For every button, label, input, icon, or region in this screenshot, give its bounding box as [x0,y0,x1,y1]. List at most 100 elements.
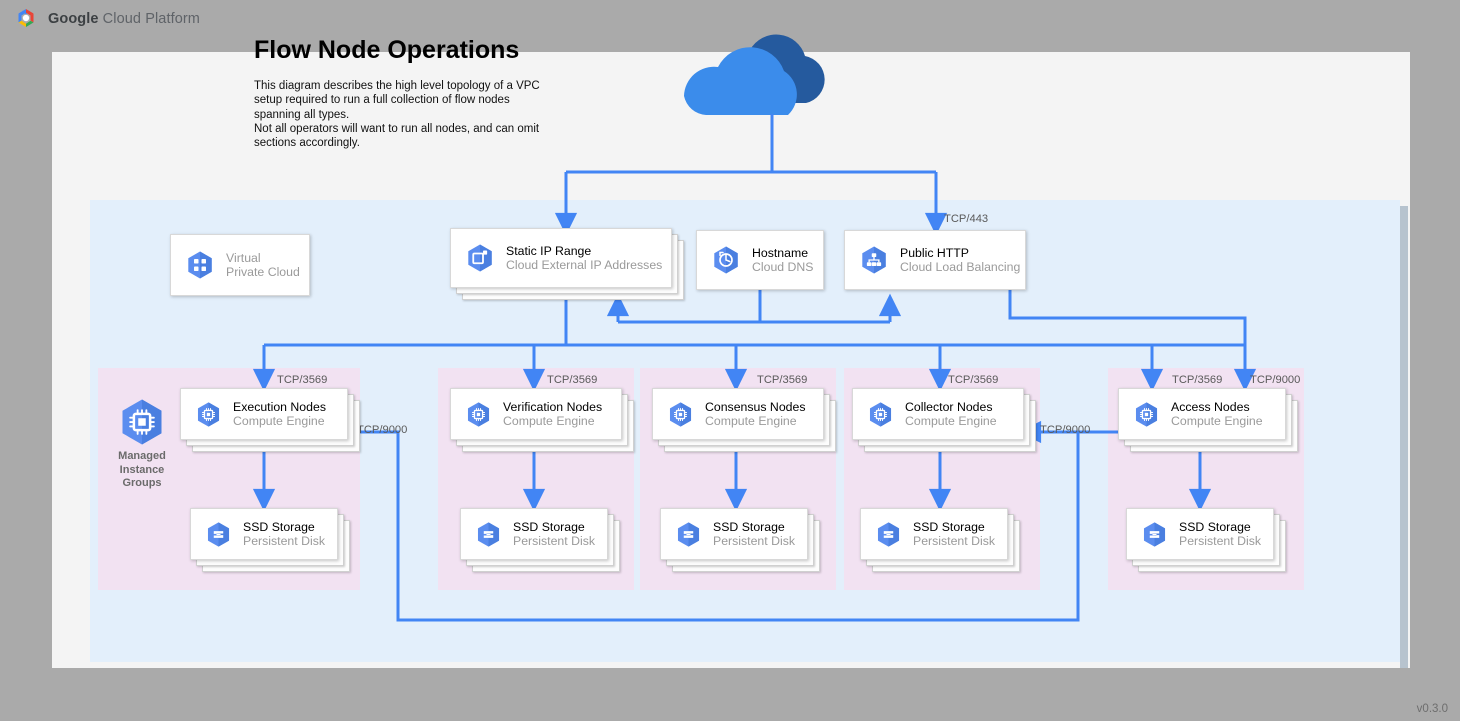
node-card[interactable]: Virtual Private Cloud [170,234,310,296]
vpc-region-shadow [1400,206,1408,668]
node-card[interactable]: SSD Storage Persistent Disk [860,508,1008,560]
node-card[interactable]: SSD Storage Persistent Disk [460,508,608,560]
node-title: Verification Nodes [503,399,603,414]
node-title: Execution Nodes [233,399,326,414]
node-verification-storage[interactable]: SSD Storage Persistent Disk [460,508,620,584]
node-subtitle: Compute Engine [233,414,325,428]
port-label-verification-in: TCP/3569 [547,374,598,386]
node-subtitle: Private Cloud [226,265,300,279]
node-card[interactable]: SSD Storage Persistent Disk [190,508,338,560]
node-card[interactable]: Static IP Range Cloud External IP Addres… [450,228,672,288]
node-collector-storage[interactable]: SSD Storage Persistent Disk [860,508,1020,584]
node-hostname-cloud-dns[interactable]: Hostname Cloud DNS [696,230,824,290]
node-title: SSD Storage [243,519,315,534]
node-card[interactable]: Hostname Cloud DNS [696,230,824,290]
node-title: Public HTTP [900,245,970,260]
compute-engine-icon [467,401,490,427]
node-title: Collector Nodes [905,399,993,414]
node-collector-nodes[interactable]: Collector Nodes Compute Engine [852,388,1036,464]
node-execution-nodes[interactable]: Execution Nodes Compute Engine [180,388,360,464]
node-title: SSD Storage [513,519,585,534]
persistent-disk-icon [477,521,500,547]
node-title: Static IP Range [506,243,592,258]
virtual-private-cloud-icon [188,251,212,279]
node-consensus-storage[interactable]: SSD Storage Persistent Disk [660,508,820,584]
node-access-nodes[interactable]: Access Nodes Compute Engine [1118,388,1302,464]
node-title: SSD Storage [713,519,785,534]
node-title: Access Nodes [1171,399,1250,414]
port-label-execution-in: TCP/3569 [277,374,328,386]
compute-engine-icon [197,401,220,427]
node-title: Virtual [226,250,261,265]
node-subtitle: Compute Engine [1171,414,1263,428]
node-card[interactable]: Public HTTP Cloud Load Balancing [844,230,1026,290]
node-text: Virtual Private Cloud [226,251,300,280]
node-title: Hostname [752,245,809,260]
brand-bold: Google [48,11,99,27]
node-access-storage[interactable]: SSD Storage Persistent Disk [1126,508,1286,584]
node-title: Consensus Nodes [705,399,806,414]
node-execution-storage[interactable]: SSD Storage Persistent Disk [190,508,350,584]
node-text: SSD Storage Persistent Disk [1179,520,1261,549]
node-title: SSD Storage [1179,519,1251,534]
node-subtitle: Persistent Disk [1179,534,1262,548]
cloud-dns-icon [714,246,738,274]
node-verification-nodes[interactable]: Verification Nodes Compute Engine [450,388,634,464]
static-ip-range-icon [468,244,492,272]
compute-engine-icon [869,401,892,427]
node-title: SSD Storage [913,519,985,534]
node-card[interactable]: Access Nodes Compute Engine [1118,388,1286,440]
node-text: Collector Nodes Compute Engine [905,400,997,429]
node-subtitle: Compute Engine [905,414,997,428]
page-title: Flow Node Operations [254,36,520,64]
node-text: Public HTTP Cloud Load Balancing [900,246,1020,275]
node-consensus-nodes[interactable]: Consensus Nodes Compute Engine [652,388,836,464]
node-text: SSD Storage Persistent Disk [713,520,795,549]
compute-engine-icon [1135,401,1158,427]
port-label-consensus-in: TCP/3569 [757,374,808,386]
port-label-lb-https: TCP/443 [944,213,989,225]
node-static-ip-range[interactable]: Static IP Range Cloud External IP Addres… [450,228,684,302]
node-text: SSD Storage Persistent Disk [243,520,325,549]
node-subtitle: Persistent Disk [913,534,996,548]
node-subtitle: Cloud DNS [752,260,814,274]
node-card[interactable]: SSD Storage Persistent Disk [660,508,808,560]
port-label-access-in: TCP/3569 [1172,374,1223,386]
node-text: SSD Storage Persistent Disk [913,520,995,549]
node-card[interactable]: Collector Nodes Compute Engine [852,388,1024,440]
port-label-execution-return: TCP/9000 [357,424,408,436]
node-text: SSD Storage Persistent Disk [513,520,595,549]
managed-instance-groups-label: Managed Instance Groups [118,450,166,489]
node-public-http-load-balancer[interactable]: Public HTTP Cloud Load Balancing [844,230,1026,290]
compute-engine-hexagon-icon [122,399,162,445]
node-text: Access Nodes Compute Engine [1171,400,1263,429]
node-subtitle: Persistent Disk [243,534,326,548]
node-card[interactable]: Verification Nodes Compute Engine [450,388,622,440]
brand-wordmark: Google Cloud Platform [48,11,200,27]
node-subtitle: Compute Engine [503,414,595,428]
compute-engine-icon [669,401,692,427]
app-header: Google Cloud Platform [0,0,1460,36]
port-label-collector-in: TCP/3569 [948,374,999,386]
node-subtitle: Persistent Disk [513,534,596,548]
page-description: This diagram describes the high level to… [254,80,540,150]
node-subtitle: Persistent Disk [713,534,796,548]
node-virtual-private-cloud[interactable]: Virtual Private Cloud [170,234,310,296]
node-card[interactable]: Consensus Nodes Compute Engine [652,388,824,440]
managed-instance-groups: Managed Instance Groups [114,397,170,491]
persistent-disk-icon [877,521,900,547]
port-label-access-9000: TCP/9000 [1250,374,1301,386]
node-text: Hostname Cloud DNS [752,246,814,275]
node-subtitle: Cloud External IP Addresses [506,258,663,272]
node-card[interactable]: Execution Nodes Compute Engine [180,388,348,440]
node-text: Execution Nodes Compute Engine [233,400,326,429]
persistent-disk-icon [1143,521,1166,547]
cloud-load-balancing-icon [862,246,886,274]
brand-rest: Cloud Platform [98,11,200,27]
persistent-disk-icon [207,521,230,547]
cloud-icon [684,34,825,115]
version-label: v0.3.0 [1416,703,1448,715]
node-text: Static IP Range Cloud External IP Addres… [506,244,662,273]
node-card[interactable]: SSD Storage Persistent Disk [1126,508,1274,560]
port-label-collector-return: TCP/9000 [1040,424,1091,436]
